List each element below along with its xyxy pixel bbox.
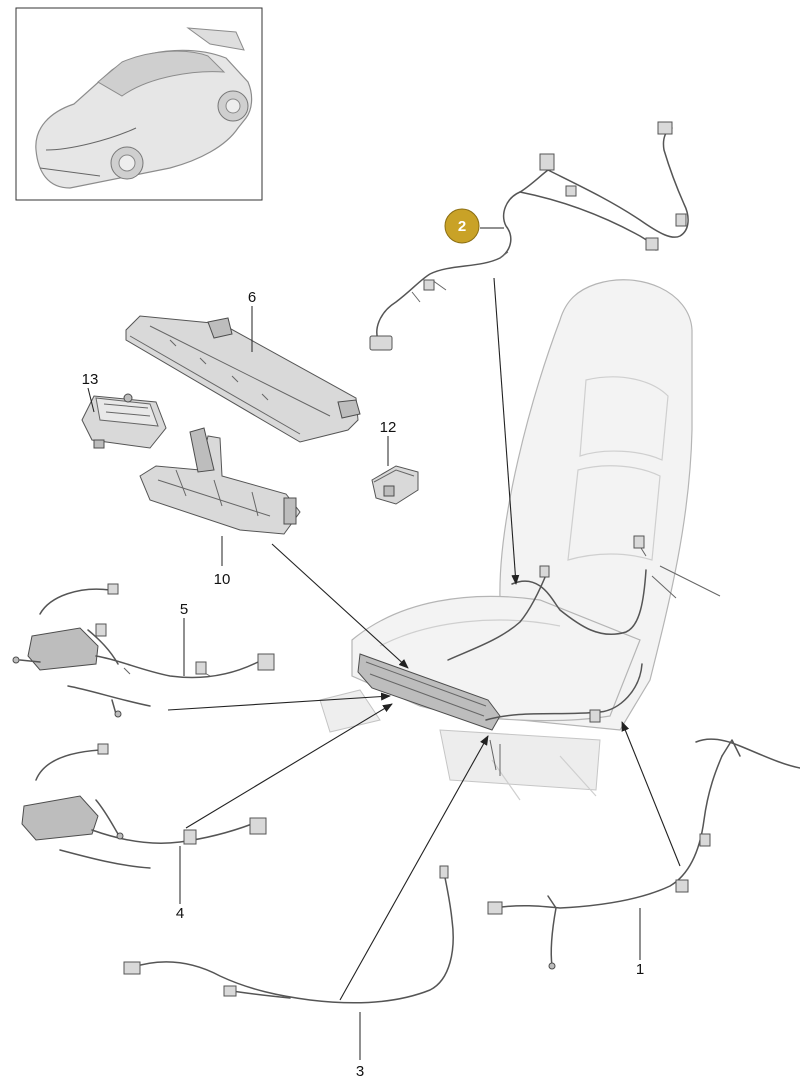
sport-seat	[319, 279, 721, 801]
harness-part-5	[12, 583, 275, 718]
harness-part-3	[123, 865, 454, 1004]
harness-part-2	[369, 121, 689, 351]
callout-10-label[interactable]: 10	[214, 571, 231, 588]
callout-2[interactable]: 2	[444, 208, 480, 244]
callout-3-label[interactable]: 3	[356, 1063, 364, 1080]
car-illustration	[35, 27, 253, 189]
callout-1-label[interactable]: 1	[636, 961, 644, 978]
part-10-bracket	[139, 427, 301, 535]
callout-12-label[interactable]: 12	[380, 419, 397, 436]
callout-6-label[interactable]: 6	[248, 289, 256, 306]
part-12-connector	[371, 465, 419, 505]
callout-5-label[interactable]: 5	[180, 601, 188, 618]
callout-13-label[interactable]: 13	[82, 371, 99, 388]
callout-2-badge	[444, 208, 480, 244]
pointer-arrows	[167, 277, 681, 1001]
seat-control-unit	[357, 653, 501, 731]
vehicle-overview-inset	[15, 7, 263, 201]
part-6-carrier	[125, 315, 361, 443]
callout-4-label[interactable]: 4	[176, 905, 184, 922]
harness-part-1	[487, 738, 800, 970]
leader-lines	[87, 227, 641, 1060]
part-13-control-unit	[81, 393, 167, 449]
callout-2-label: 2	[458, 218, 466, 235]
harness-part-4	[21, 743, 267, 869]
